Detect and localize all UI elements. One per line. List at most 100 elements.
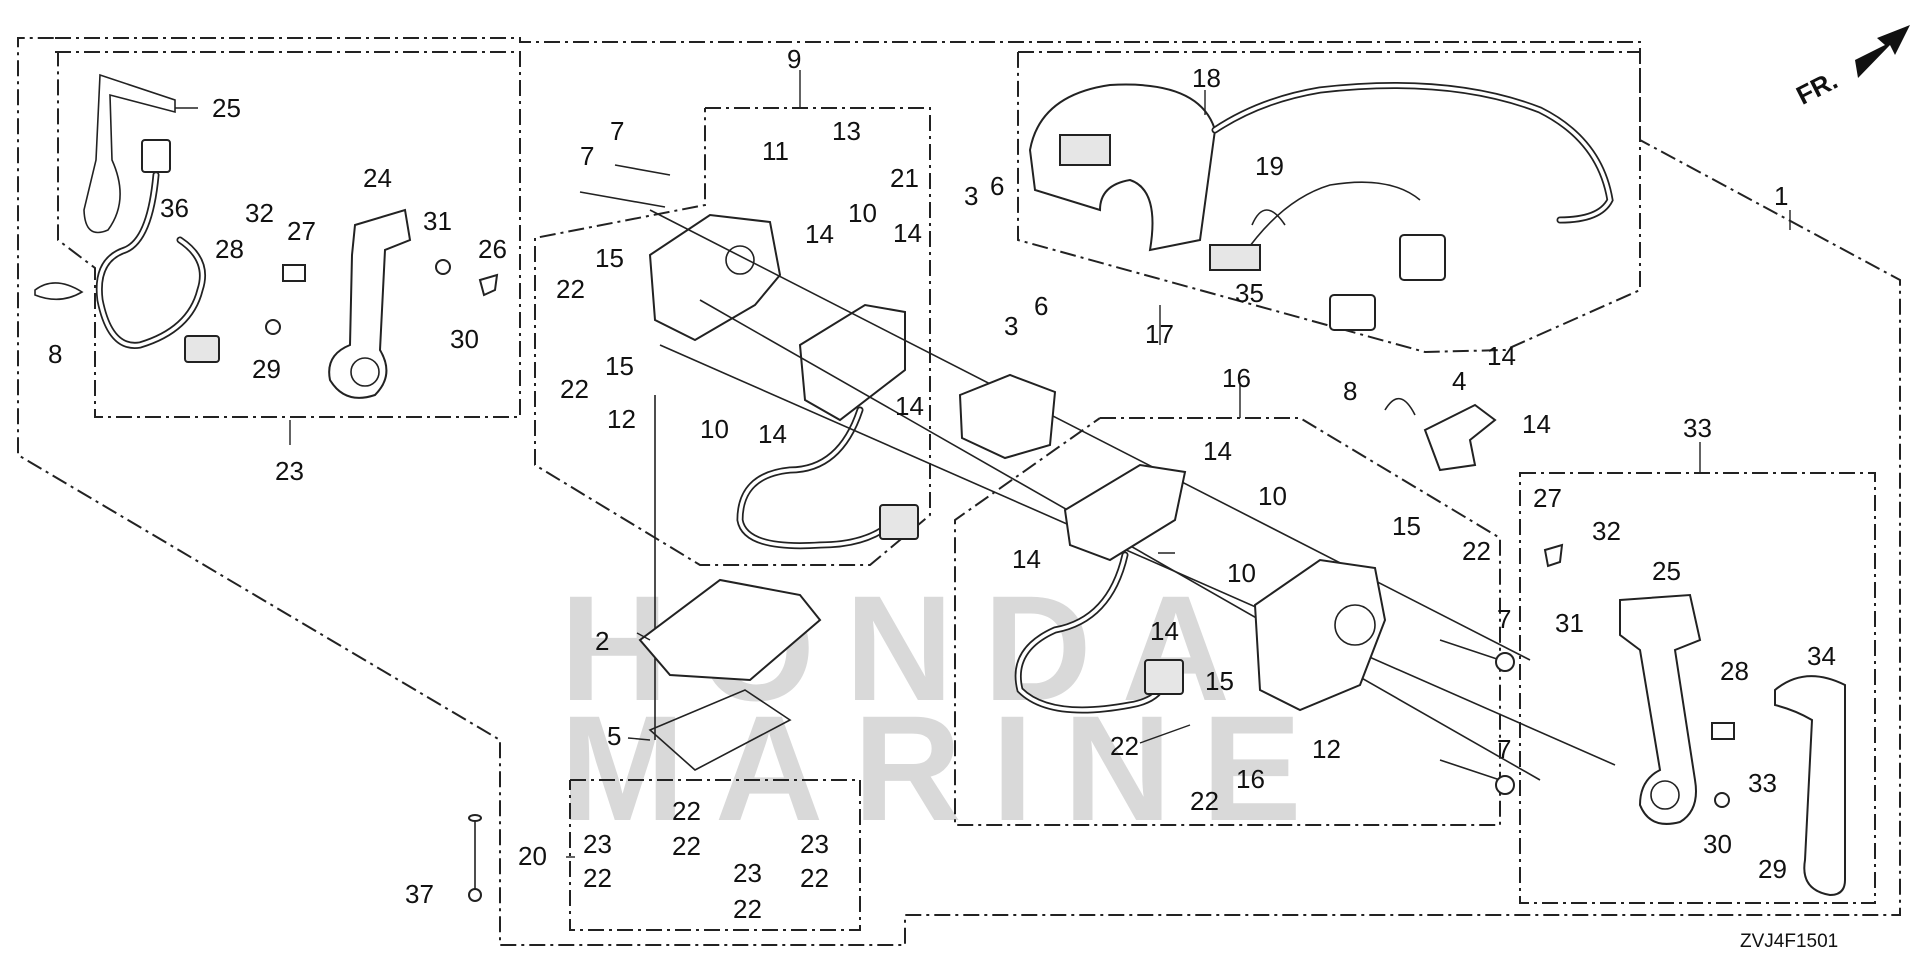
callout-13: 13 bbox=[832, 116, 861, 146]
callout-34: 33 bbox=[1683, 413, 1712, 443]
callout-14: 14 bbox=[1487, 341, 1516, 371]
callout-22: 22 bbox=[560, 374, 589, 404]
callout-10: 10 bbox=[1227, 558, 1256, 588]
part-4-bracket bbox=[1423, 403, 1497, 472]
callout-30: 29 bbox=[252, 354, 281, 384]
callout-7: 7 bbox=[610, 116, 624, 146]
callout-22: 22 bbox=[672, 831, 701, 861]
part-8-right-clamp bbox=[1384, 397, 1416, 416]
callout-22: 22 bbox=[1462, 536, 1491, 566]
callout-22: 22 bbox=[733, 894, 762, 924]
part-36-connector bbox=[1209, 244, 1261, 271]
callout-21: 20 bbox=[518, 841, 547, 871]
callout-17: 16 bbox=[1222, 363, 1251, 393]
callout-31: 30 bbox=[450, 324, 479, 354]
part-8-left-clamp bbox=[34, 282, 84, 301]
part-25-left-hub bbox=[350, 357, 380, 387]
part-9-plug bbox=[879, 504, 919, 540]
part-27-left-clip bbox=[478, 273, 499, 297]
part-25-left-lever bbox=[328, 208, 412, 399]
part-37-plug bbox=[184, 335, 220, 363]
callout-16: 15 bbox=[595, 243, 624, 273]
callout-15: 14 bbox=[805, 219, 834, 249]
callout-22: 22 bbox=[1190, 786, 1219, 816]
part-7-rod-a bbox=[579, 191, 666, 208]
callout-31: 31 bbox=[1555, 608, 1584, 638]
callout-3: 3 bbox=[1004, 311, 1018, 341]
callout-27: 26 bbox=[478, 234, 507, 264]
callout-22: 22 bbox=[583, 863, 612, 893]
callout-6: 6 bbox=[1034, 291, 1048, 321]
callout-33: 33 bbox=[1748, 768, 1777, 798]
callout-30: 30 bbox=[1703, 829, 1732, 859]
watermark: HONDA MARINE bbox=[560, 564, 1332, 852]
front-direction-indicator: FR. bbox=[1791, 25, 1910, 111]
outline-assembly-34 bbox=[1519, 472, 1876, 904]
callout-28: 27 bbox=[287, 216, 316, 246]
part-18-harness-inner bbox=[1213, 83, 1612, 222]
outline-assembly-18 bbox=[1017, 51, 1641, 354]
callout-29: 29 bbox=[1758, 854, 1787, 884]
front-arrow-icon bbox=[1855, 25, 1910, 78]
part-38-bolt-head bbox=[468, 888, 482, 902]
callout-26: 25 bbox=[212, 93, 241, 123]
callout-15: 15 bbox=[1392, 511, 1421, 541]
callout-37: 36 bbox=[160, 193, 189, 223]
part-7-rod-d-head bbox=[1495, 775, 1515, 795]
front-label: FR. bbox=[1791, 65, 1842, 111]
callout-7: 7 bbox=[1497, 734, 1511, 764]
callout-23: 22 bbox=[672, 796, 701, 826]
callout-12: 12 bbox=[1312, 734, 1341, 764]
callout-25: 25 bbox=[1652, 556, 1681, 586]
callout-32: 31 bbox=[423, 206, 452, 236]
callout-28: 28 bbox=[1720, 656, 1749, 686]
callout-10: 10 bbox=[848, 198, 877, 228]
callout-38: 37 bbox=[405, 879, 434, 909]
callout-22: 22 bbox=[556, 274, 585, 304]
outline-assembly-24 bbox=[55, 51, 521, 418]
part-7-rod-c-head bbox=[1495, 652, 1515, 672]
callout-7: 7 bbox=[1497, 604, 1511, 634]
part-19-display bbox=[1059, 134, 1111, 166]
part-9-box-housing bbox=[648, 213, 782, 342]
guide-line-1 bbox=[649, 209, 1531, 661]
callout-16: 16 bbox=[1236, 764, 1265, 794]
callout-15: 15 bbox=[605, 351, 634, 381]
part-37-connector bbox=[141, 139, 171, 173]
callout-22: 21 bbox=[890, 163, 919, 193]
outline-assembly-9 bbox=[534, 107, 931, 566]
outline-assembly-1 bbox=[17, 37, 1901, 946]
callout-36: 35 bbox=[1235, 278, 1264, 308]
callout-24: 23 bbox=[275, 456, 304, 486]
part-2-base-plate bbox=[638, 578, 822, 682]
callout-4: 4 bbox=[1452, 366, 1466, 396]
callout-9: 9 bbox=[787, 44, 801, 74]
callout-14: 14 bbox=[893, 218, 922, 248]
part-17-box-housing bbox=[1253, 558, 1387, 712]
part-9-box-gear bbox=[725, 245, 755, 275]
callout-14: 14 bbox=[1203, 436, 1232, 466]
part-25-right-lever bbox=[1619, 593, 1702, 825]
part-18-plug-a bbox=[1399, 234, 1446, 281]
callout-35: 34 bbox=[1807, 641, 1836, 671]
part-7-rod-c bbox=[1439, 639, 1501, 661]
callout-29: 28 bbox=[215, 234, 244, 264]
callout-1: 1 bbox=[1774, 181, 1788, 211]
callout-32: 32 bbox=[1592, 516, 1621, 546]
callout-11: 11 bbox=[762, 136, 789, 166]
callout-22: 22 bbox=[800, 863, 829, 893]
callout-14: 14 bbox=[895, 391, 924, 421]
diagram-code: ZVJ4F1501 bbox=[1740, 931, 1838, 952]
callout-23: 23 bbox=[733, 858, 762, 888]
callout-25: 24 bbox=[363, 163, 392, 193]
part-9-harness-inner bbox=[738, 408, 897, 548]
watermark-line-2: MARINE bbox=[560, 684, 1332, 852]
part-7-rod-b bbox=[614, 164, 671, 176]
callout-6: 6 bbox=[990, 171, 1004, 201]
callout-labels: 1 2 3 3 4 5 6 6 7 7 7 7 8 8 9 10 10 10 1… bbox=[48, 44, 1836, 924]
callout-20: 19 bbox=[1255, 151, 1284, 181]
callout-22: 22 bbox=[1110, 731, 1139, 761]
part-20-clamp bbox=[1251, 209, 1286, 226]
callout-14: 14 bbox=[1012, 544, 1041, 574]
callout-18: 17 bbox=[1145, 319, 1174, 349]
